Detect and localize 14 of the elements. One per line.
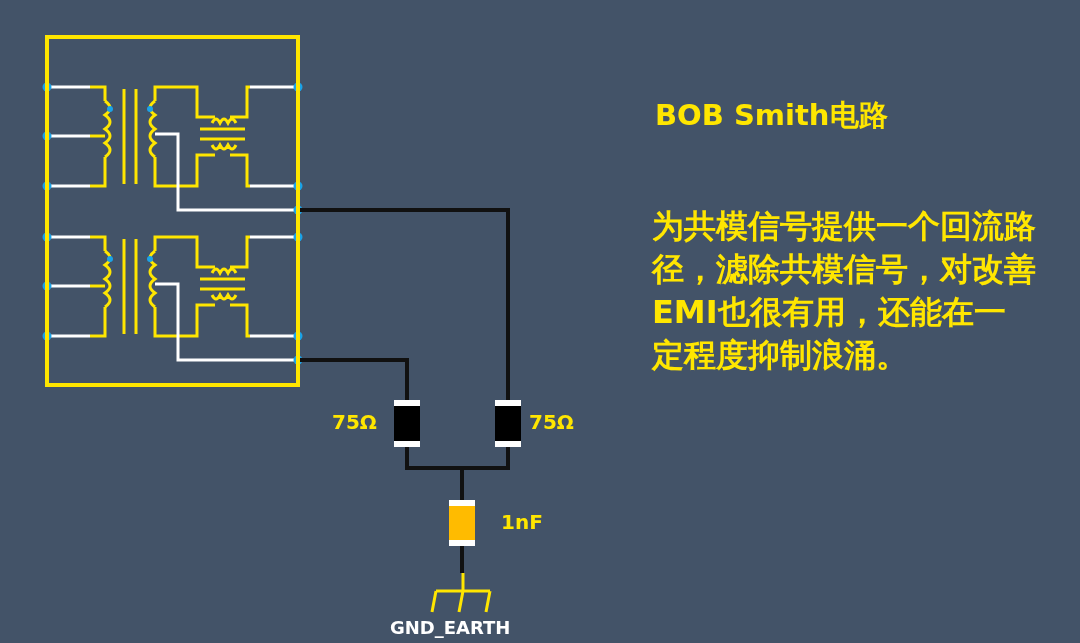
- component-value: 75Ω: [332, 410, 377, 434]
- wire: [460, 447, 510, 500]
- component-value: 75Ω: [529, 410, 574, 434]
- capacitor-symbol: [449, 500, 475, 546]
- wire: [300, 358, 409, 400]
- resistor-symbol: [495, 400, 521, 447]
- ground-label: GND_EARTH: [390, 617, 511, 638]
- wire: [460, 546, 464, 573]
- wire: [300, 208, 510, 400]
- description-text: 为共模信号提供一个回流路径，滤除共模信号，对改善EMI也很有用，还能在一定程度抑制浪涌。: [652, 206, 1037, 376]
- title: BOB Smith电路: [655, 97, 888, 134]
- component-value: 1nF: [501, 510, 543, 534]
- resistor-symbol: [394, 400, 420, 447]
- transformer-module-outline: [45, 35, 300, 387]
